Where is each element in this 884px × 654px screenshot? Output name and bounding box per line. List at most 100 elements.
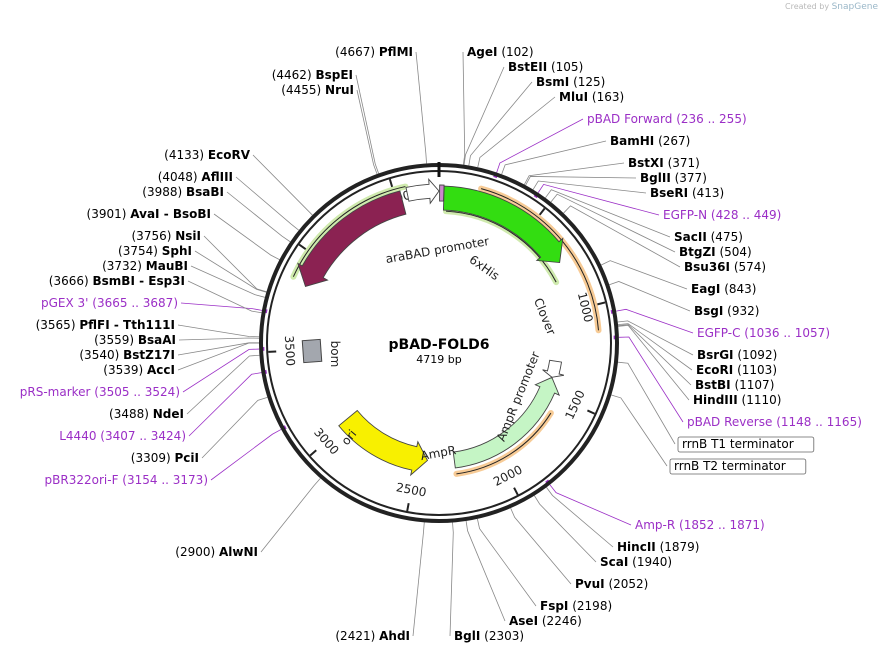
orf-ampr-line: [456, 412, 552, 475]
site-name: BsaBI: [186, 185, 224, 199]
site-sphi[interactable]: (3754) SphI: [118, 244, 192, 258]
site-pflmi[interactable]: (4667) PflMI: [335, 45, 413, 59]
site-labels: AgeI (102)BstEII (105)BsmI (125)MluI (16…: [20, 45, 862, 643]
site-name: HindIII: [693, 393, 738, 407]
site-pos: (843): [724, 282, 756, 296]
site-bsu36i[interactable]: Bsu36I (574): [684, 260, 766, 274]
site-pos: (932): [727, 304, 759, 318]
site-afliii[interactable]: (4048) AflIII: [158, 170, 233, 184]
site-pbad-reverse[interactable]: pBAD Reverse (1148 .. 1165): [687, 415, 862, 429]
leader-pbr322ori-f: [210, 429, 282, 481]
site-pcii[interactable]: (3309) PciI: [131, 451, 199, 465]
site-amp-r[interactable]: Amp-R (1852 .. 1871): [635, 518, 765, 532]
leader-egfp-c: [616, 308, 694, 334]
feature-arac[interactable]: [297, 190, 407, 288]
site-nrui[interactable]: (4455) NruI: [281, 83, 354, 97]
feature-arabad-promoter[interactable]: [405, 178, 440, 205]
site-name: BseRI: [650, 186, 688, 200]
site-name: PciI: [175, 451, 200, 465]
site-pos: (3505 .. 3524): [94, 385, 180, 399]
feature-ori[interactable]: [338, 409, 429, 477]
leader-l4440: [188, 372, 262, 437]
tick-2000: [513, 487, 519, 496]
site-bstbi[interactable]: BstBI (1107): [695, 378, 774, 392]
site-pos: (1852 .. 1871): [679, 518, 765, 532]
site-bsteii[interactable]: BstEII (105): [508, 60, 583, 74]
site-pbad-forward[interactable]: pBAD Forward (236 .. 255): [587, 112, 747, 126]
site-label: (3309) PciI: [131, 451, 199, 465]
site-bsgi[interactable]: BsgI (932): [694, 304, 759, 318]
site-bspei[interactable]: (4462) BspEI: [272, 68, 353, 82]
site-label: FspI (2198): [540, 599, 612, 613]
site-bgli[interactable]: BglI (2303): [454, 629, 524, 643]
site-pos: (1036 .. 1057): [744, 326, 830, 340]
site-pos: (2421): [335, 629, 375, 643]
site-bglii[interactable]: BglII (377): [640, 171, 707, 185]
site-bsaai[interactable]: (3559) BsaAI: [94, 333, 176, 347]
tick-2500: [406, 502, 410, 512]
site-prs-marker[interactable]: pRS-marker (3505 .. 3524): [20, 385, 180, 399]
site-bseri[interactable]: BseRI (413): [650, 186, 724, 200]
site-name: rrnB T2 terminator: [674, 459, 786, 473]
site-mlui[interactable]: MluI (163): [559, 90, 624, 104]
site-btgzi[interactable]: BtgZI (504): [679, 245, 752, 259]
site-label: pGEX 3' (3665 .. 3687): [41, 296, 178, 310]
site-maubi[interactable]: (3732) MauBI: [102, 259, 188, 273]
leader-maubi: [190, 265, 265, 298]
primer-mark-egfp-c: [610, 309, 614, 314]
site-label: (3901) AvaI - BsoBI: [87, 207, 211, 221]
site-acci[interactable]: (3539) AccI: [103, 363, 175, 377]
site-name: BspEI: [315, 68, 353, 82]
leader-pbad-reverse: [618, 336, 684, 423]
site-bamhi[interactable]: BamHI (267): [610, 134, 690, 148]
site-bstxi[interactable]: BstXI (371): [628, 156, 700, 170]
site-bsrgi[interactable]: BsrGI (1092): [697, 348, 777, 362]
site-bstz17i[interactable]: (3540) BstZ17I: [79, 348, 175, 362]
site-name: MauBI: [146, 259, 188, 273]
site-name: L4440: [59, 429, 96, 443]
site-name: AvaI - BsoBI: [130, 207, 211, 221]
feature-bom[interactable]: [301, 338, 323, 364]
site-name: HincII: [617, 540, 656, 554]
site-l4440[interactable]: L4440 (3407 .. 3424): [59, 429, 186, 443]
site-ecorv[interactable]: (4133) EcoRV: [164, 148, 251, 162]
feature-clover[interactable]: [442, 185, 564, 264]
site-agei[interactable]: AgeI (102): [467, 45, 534, 59]
site-label: (4048) AflIII: [158, 170, 233, 184]
site-label: MluI (163): [559, 90, 624, 104]
site-fspi[interactable]: FspI (2198): [540, 599, 612, 613]
feature-ampr-promoter[interactable]: [542, 359, 565, 378]
site-eagi[interactable]: EagI (843): [691, 282, 756, 296]
site-pvui[interactable]: PvuI (2052): [575, 577, 648, 591]
site-hincii[interactable]: HincII (1879): [617, 540, 699, 554]
site-alwni[interactable]: (2900) AlwNI: [175, 545, 258, 559]
site-pflfi-tth111i[interactable]: (3565) PflFI - Tth111I: [36, 318, 175, 332]
site-nsii[interactable]: (3756) NsiI: [132, 229, 202, 243]
site-rrnb-t2-terminator[interactable]: rrnB T2 terminator: [669, 458, 807, 475]
site-label: HincII (1879): [617, 540, 699, 554]
site-pgex-3[interactable]: pGEX 3' (3665 .. 3687): [41, 296, 178, 310]
site-name: NruI: [325, 83, 354, 97]
site-bsmbi-esp3i[interactable]: (3666) BsmBI - Esp3I: [49, 274, 185, 288]
site-egfp-c[interactable]: EGFP-C (1036 .. 1057): [697, 326, 830, 340]
site-bsmi[interactable]: BsmI (125): [536, 75, 605, 89]
site-pos: (3540): [79, 348, 119, 362]
site-sacii[interactable]: SacII (475): [674, 230, 743, 244]
site-pos: (3756): [132, 229, 172, 243]
feature-ampr[interactable]: [452, 376, 561, 469]
site-ndei[interactable]: (3488) NdeI: [109, 407, 184, 421]
site-name: BglI: [454, 629, 480, 643]
site-scai[interactable]: ScaI (1940): [600, 555, 672, 569]
site-avai-bsobi[interactable]: (3901) AvaI - BsoBI: [87, 207, 211, 221]
site-hindiii[interactable]: HindIII (1110): [693, 393, 781, 407]
site-pbr322ori-f[interactable]: pBR322ori-F (3154 .. 3173): [45, 473, 208, 487]
site-asei[interactable]: AseI (2246): [509, 614, 582, 628]
site-ecori[interactable]: EcoRI (1103): [696, 363, 777, 377]
site-egfp-n[interactable]: EGFP-N (428 .. 449): [663, 208, 781, 222]
site-name: Amp-R: [635, 518, 675, 532]
site-bsabi[interactable]: (3988) BsaBI: [142, 185, 224, 199]
site-rrnb-t1-terminator[interactable]: rrnB T1 terminator: [677, 436, 815, 453]
site-ahdi[interactable]: (2421) AhdI: [335, 629, 410, 643]
primer-mark-pbr322ori-f: [282, 425, 287, 430]
